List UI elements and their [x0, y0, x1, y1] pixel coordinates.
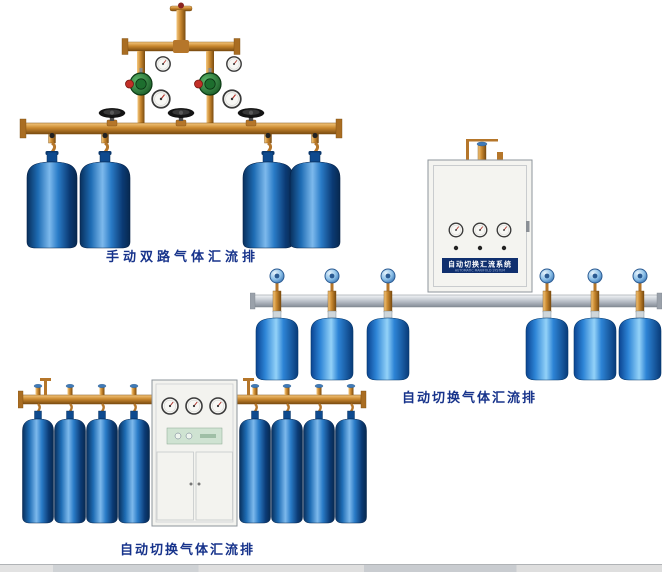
station [618, 268, 662, 381]
station [366, 268, 410, 381]
cabinet-door-left [156, 451, 194, 521]
manual-dual-manifold-caption: 手动双路气体汇流排 [106, 250, 260, 265]
page-bottom-edge [0, 564, 662, 572]
control-cabinet: 自动切换汇流系统 AUTOMATIC MANIFOLD SYSTEM [427, 159, 533, 293]
gas-cylinder [618, 310, 662, 381]
manual-dual-manifold-image [19, 2, 343, 249]
pressure-gauge [185, 397, 203, 415]
auto-switch-manifold-side-caption: 自动切换气体汇流排 [402, 391, 538, 406]
auto-switch-manifold-bottom-image [18, 378, 367, 527]
regulator-disc [269, 268, 285, 284]
gas-cylinder [310, 310, 354, 381]
gas-cylinder [86, 410, 118, 524]
regulator-disc [539, 268, 555, 284]
auto-switch-manifold-bottom-figure [18, 376, 368, 538]
gas-cylinder [366, 310, 410, 381]
gas-cylinder [335, 410, 367, 524]
station [310, 268, 354, 381]
pressure-gauge [472, 222, 488, 238]
station-valves [33, 384, 356, 395]
cabinet-door-right [195, 451, 233, 521]
inlet-pipe-assembly [121, 2, 241, 73]
pressure-gauge [155, 56, 171, 72]
auto-switch-manifold-side-image: 自动切换汇流系统 AUTOMATIC MANIFOLD SYSTEM [250, 139, 662, 381]
regulator-disc [380, 268, 396, 284]
manifold-pipe [250, 292, 662, 310]
header-pipe [19, 105, 343, 139]
gas-cylinder [26, 150, 78, 249]
regulator-disc [632, 268, 648, 284]
gas-cylinder [271, 410, 303, 524]
pressure-regulator-left [124, 56, 171, 109]
indicator-panel [166, 427, 223, 445]
station [573, 268, 617, 381]
pressure-gauge [448, 222, 464, 238]
pressure-gauge [151, 89, 171, 109]
pressure-gauge [496, 222, 512, 238]
pressure-gauge [226, 56, 242, 72]
regulator-disc [587, 268, 603, 284]
regulator-disc [324, 268, 340, 284]
station [525, 268, 569, 381]
pressure-gauge [209, 397, 227, 415]
cabinet-top-fittings [466, 139, 503, 161]
gas-cylinder [79, 150, 131, 249]
gas-cylinder [303, 410, 335, 524]
cabinet-label-plate [442, 258, 518, 273]
control-cabinet [151, 379, 238, 527]
gas-cylinder [239, 410, 271, 524]
cylinder-stations [255, 268, 662, 381]
pressure-regulator-right [193, 56, 242, 109]
pressure-gauge [161, 397, 179, 415]
station [255, 268, 299, 381]
pressure-gauge [222, 89, 242, 109]
gas-cylinder [573, 310, 617, 381]
gas-cylinder [22, 410, 54, 524]
auto-switch-manifold-side-figure: 自动切换汇流系统 AUTOMATIC MANIFOLD SYSTEM [250, 135, 662, 382]
gas-cylinder [54, 410, 86, 524]
cabinet-label: 自动切换汇流系统 [448, 260, 512, 269]
gas-cylinder [255, 310, 299, 381]
cabinet-sublabel: AUTOMATIC MANIFOLD SYSTEM [455, 269, 506, 273]
gas-cylinder [118, 410, 150, 524]
auto-switch-manifold-bottom-caption: 自动切换气体汇流排 [120, 543, 256, 558]
gas-cylinder [525, 310, 569, 381]
manual-dual-manifold-figure [10, 2, 350, 250]
